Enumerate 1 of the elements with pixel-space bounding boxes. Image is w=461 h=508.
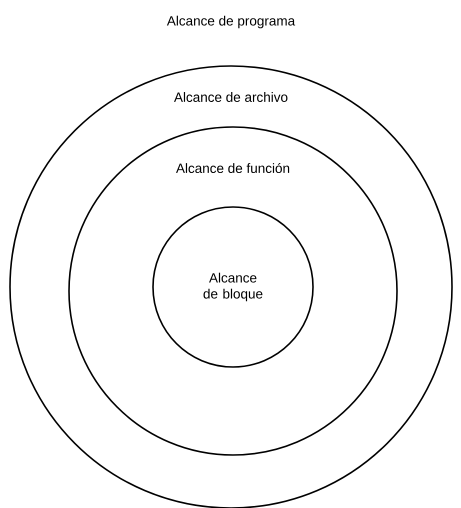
scope-label: Alcance de programa bbox=[166, 16, 296, 28]
